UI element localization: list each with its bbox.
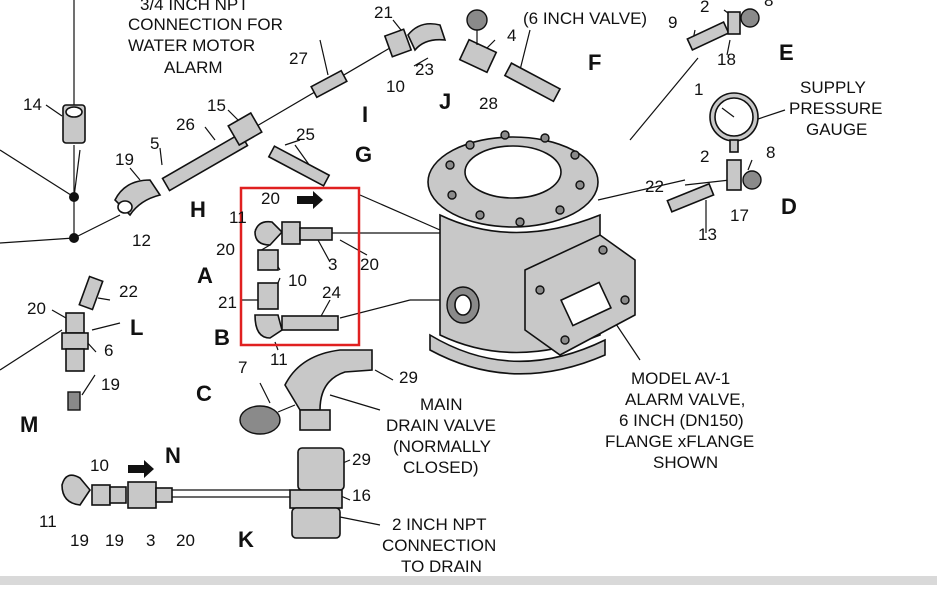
part-number: 12 bbox=[132, 231, 151, 250]
number-callouts: 21 10 23 4 28 27 14 15 26 5 19 12 25 9 2… bbox=[23, 0, 775, 550]
highlight-box bbox=[239, 186, 361, 347]
caption-top-left-1: 3/4 INCH NPT bbox=[140, 0, 249, 14]
callout-K: K bbox=[238, 527, 254, 552]
callout-E: E bbox=[779, 40, 794, 65]
part-number: 13 bbox=[698, 225, 717, 244]
part-number: 19 bbox=[115, 150, 134, 169]
fittings bbox=[61, 8, 762, 539]
caption-top-left-3: WATER MOTOR bbox=[128, 36, 255, 55]
caption-valve-4: FLANGE xFLANGE bbox=[605, 432, 754, 451]
part-number: 20 bbox=[176, 531, 195, 550]
part-number: 2 bbox=[700, 147, 709, 166]
part-number: 3 bbox=[328, 255, 337, 274]
captions: 3/4 INCH NPT CONNECTION FOR WATER MOTOR … bbox=[128, 0, 883, 576]
part-number: 22 bbox=[645, 177, 664, 196]
part-number: 21 bbox=[218, 293, 237, 312]
callout-N: N bbox=[165, 443, 181, 468]
callout-A: A bbox=[197, 263, 213, 288]
part-number: 10 bbox=[386, 77, 405, 96]
part-number: 4 bbox=[507, 26, 516, 45]
callout-J: J bbox=[439, 89, 451, 114]
part-number: 9 bbox=[668, 13, 677, 32]
callout-B: B bbox=[214, 325, 230, 350]
part-number: 7 bbox=[238, 358, 247, 377]
caption-top-mid: (6 INCH VALVE) bbox=[523, 9, 647, 28]
part-number: 14 bbox=[23, 95, 42, 114]
part-number: 3 bbox=[146, 531, 155, 550]
callout-L: L bbox=[130, 315, 143, 340]
letter-callouts: A B C D E F G H I J K L M N bbox=[20, 40, 797, 552]
caption-gauge-1: SUPPLY bbox=[800, 78, 866, 97]
part-number: 21 bbox=[374, 3, 393, 22]
part-number: 20 bbox=[27, 299, 46, 318]
pressure-gauge bbox=[709, 92, 759, 153]
part-number: 11 bbox=[270, 350, 288, 369]
part-number: 20 bbox=[216, 240, 235, 259]
callout-G: G bbox=[355, 142, 372, 167]
callout-H: H bbox=[190, 197, 206, 222]
caption-valve-5: SHOWN bbox=[653, 453, 718, 472]
part-number: 11 bbox=[229, 208, 247, 227]
part-number: 6 bbox=[104, 341, 113, 360]
part-number: 10 bbox=[288, 271, 307, 290]
callout-M: M bbox=[20, 412, 38, 437]
callout-F: F bbox=[588, 50, 601, 75]
caption-drain-2: DRAIN VALVE bbox=[386, 416, 496, 435]
part-number: 26 bbox=[176, 115, 195, 134]
caption-conn-2: CONNECTION bbox=[382, 536, 496, 555]
part-number: 25 bbox=[296, 125, 315, 144]
caption-top-left-4: ALARM bbox=[164, 58, 223, 77]
part-number: 27 bbox=[289, 49, 308, 68]
part-number: 2 bbox=[700, 0, 709, 16]
caption-drain-4: CLOSED) bbox=[403, 458, 479, 477]
part-number: 18 bbox=[717, 50, 736, 69]
caption-conn-3: TO DRAIN bbox=[401, 557, 482, 576]
part-number: 20 bbox=[360, 255, 379, 274]
part-number: 10 bbox=[90, 456, 109, 475]
callout-I: I bbox=[362, 102, 368, 127]
scrollbar-track[interactable] bbox=[0, 576, 937, 585]
part-number: 29 bbox=[399, 368, 418, 387]
junction-dot bbox=[69, 192, 79, 202]
part-number: 20 bbox=[261, 189, 280, 208]
part-number: 24 bbox=[322, 283, 341, 302]
caption-gauge-3: GAUGE bbox=[806, 120, 867, 139]
part-number: 29 bbox=[352, 450, 371, 469]
alarm-valve-body bbox=[427, 130, 636, 375]
part-number: 28 bbox=[479, 94, 498, 113]
part-number: 16 bbox=[352, 486, 371, 505]
flow-arrow-icon bbox=[297, 191, 323, 209]
part-number: 8 bbox=[764, 0, 773, 10]
caption-drain-3: (NORMALLY bbox=[393, 437, 491, 456]
flow-arrow-icon bbox=[128, 460, 154, 478]
part-number: 19 bbox=[105, 531, 124, 550]
caption-valve-3: 6 INCH (DN150) bbox=[619, 411, 744, 430]
callout-C: C bbox=[196, 381, 212, 406]
part-number: 1 bbox=[694, 80, 703, 99]
part-number: 22 bbox=[119, 282, 138, 301]
callout-D: D bbox=[781, 194, 797, 219]
part-number: 19 bbox=[101, 375, 120, 394]
caption-top-left-2: CONNECTION FOR bbox=[128, 15, 283, 34]
caption-conn-1: 2 INCH NPT bbox=[392, 515, 486, 534]
part-number: 19 bbox=[70, 531, 89, 550]
part-number: 5 bbox=[150, 134, 159, 153]
part-number: 11 bbox=[39, 512, 57, 531]
part-number: 8 bbox=[766, 143, 775, 162]
part-number: 23 bbox=[415, 60, 434, 79]
part-number: 17 bbox=[730, 206, 749, 225]
caption-valve-1: MODEL AV-1 bbox=[631, 369, 730, 388]
caption-gauge-2: PRESSURE bbox=[789, 99, 883, 118]
part-number: 15 bbox=[207, 96, 226, 115]
caption-valve-2: ALARM VALVE, bbox=[625, 390, 745, 409]
caption-drain-1: MAIN bbox=[420, 395, 463, 414]
junction-dot bbox=[69, 233, 79, 243]
